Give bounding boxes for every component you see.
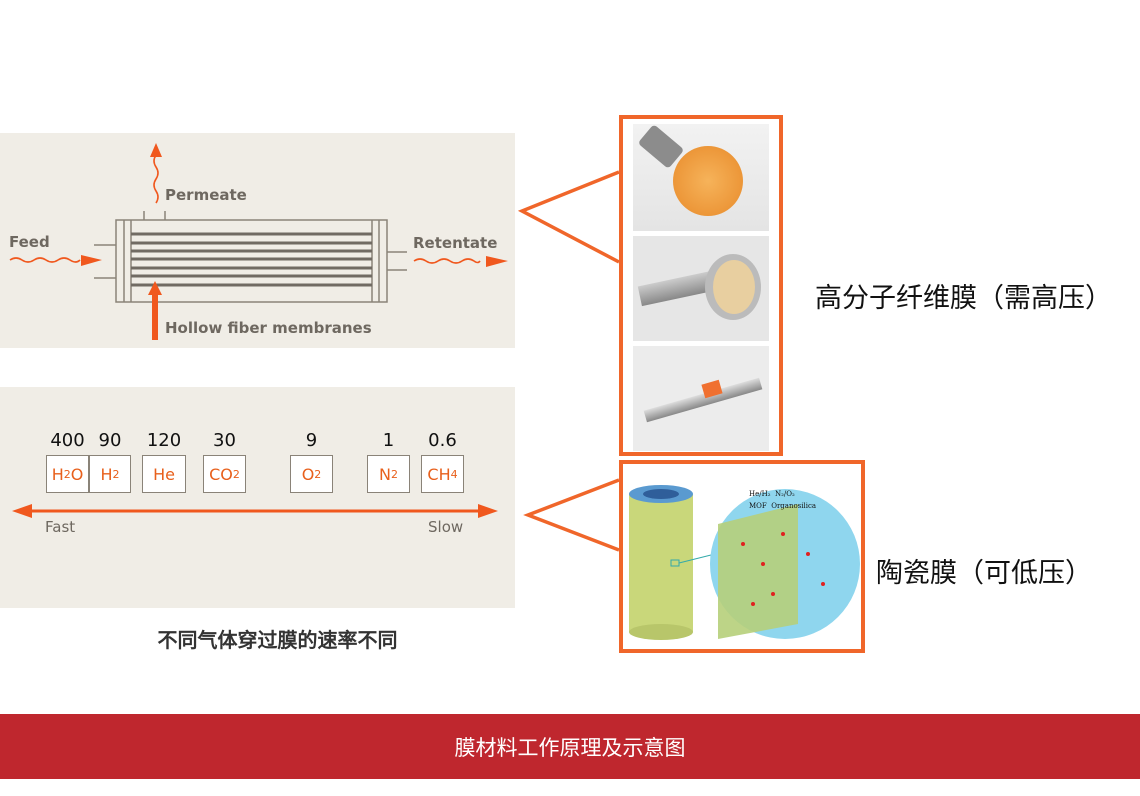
gas-subscript: 2 <box>390 467 398 481</box>
hollow-fiber-label: Hollow fiber membranes <box>165 319 372 337</box>
hollow-fiber-diagram: Permeate Feed Retentate Hollow fiber mem… <box>0 133 515 348</box>
rate-value: 90 <box>98 430 122 451</box>
gas-formula: CH <box>427 464 451 484</box>
polymer-membrane-photos <box>619 115 783 456</box>
permeate-label: Permeate <box>165 186 247 204</box>
permeate-arrow-icon <box>150 143 162 157</box>
fiber-bundle-image <box>633 124 769 231</box>
rate-value: 1 <box>382 430 395 451</box>
gas-formula: H <box>100 464 113 484</box>
polymer-membrane-label: 高分子纤维膜（需高压） <box>815 283 1112 314</box>
slow-label: Slow <box>428 518 464 536</box>
module-image <box>633 236 769 341</box>
gas-formula: He <box>153 464 175 484</box>
ceramic-membrane-label: 陶瓷膜（可低压） <box>876 558 1092 589</box>
rate-caption: 不同气体穿过膜的速率不同 <box>157 628 398 652</box>
footer-title: 膜材料工作原理及示意图 <box>0 714 1140 779</box>
rate-value: 9 <box>305 430 318 451</box>
legend-organosilica: Organosilica <box>771 502 817 510</box>
gas-subscript: 2 <box>232 467 240 481</box>
gas-formula: N <box>379 464 391 484</box>
gas-box: He <box>142 455 186 493</box>
ceramic-membrane-illustration: He/H₂ N₂/O₂ MOF Organosilica <box>619 460 865 653</box>
module-schematic <box>9 143 508 340</box>
gas-subscript: 4 <box>450 467 458 481</box>
retentate-label: Retentate <box>413 234 498 252</box>
housing-image <box>633 346 769 451</box>
gas-formula: O <box>301 464 315 484</box>
rate-value: 400 <box>50 430 85 451</box>
fast-label: Fast <box>45 518 76 536</box>
gas-formula: CO <box>209 464 233 484</box>
legend-n2-o2: N₂/O₂ <box>774 490 795 498</box>
gas-formula-tail: O <box>70 464 84 484</box>
legend-mof: MOF <box>749 502 767 510</box>
rate-value: 30 <box>213 430 236 451</box>
feed-label: Feed <box>9 233 50 251</box>
gas-subscript: 2 <box>63 467 71 481</box>
legend: He/H₂ N₂/O₂ MOF Organosilica <box>749 488 816 512</box>
gas-subscript: 2 <box>112 467 120 481</box>
gas-subscript: 2 <box>314 467 322 481</box>
callout-pointers <box>518 170 620 552</box>
legend-he-h2: He/H₂ <box>749 490 771 498</box>
gas-formula: H <box>51 464 64 484</box>
speed-arrow <box>12 504 498 518</box>
rate-value: 120 <box>146 430 182 451</box>
rate-value: 0.6 <box>428 430 457 451</box>
